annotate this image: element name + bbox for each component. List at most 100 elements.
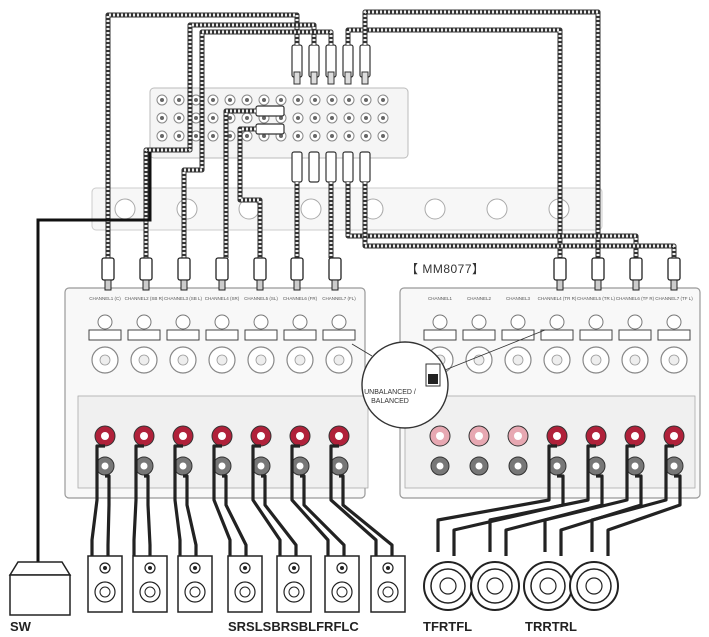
- receiver-jack-pin: [296, 98, 300, 102]
- balanced-switch: [127, 329, 161, 341]
- receiver-jack-pin: [262, 116, 266, 120]
- amp-rca-plug-tip: [632, 279, 640, 291]
- receiver-jack-pin: [211, 116, 215, 120]
- xlr-pins: [177, 354, 189, 366]
- amp-rca-plug: [139, 257, 153, 281]
- terminal-center: [670, 462, 678, 470]
- balanced-switch: [501, 329, 535, 341]
- receiver-xlr-jack: [486, 198, 508, 220]
- cable-sbl: [182, 30, 333, 258]
- subwoofer: [9, 574, 71, 616]
- rca-input-jack: [549, 314, 565, 330]
- amp-rca-plug-tip: [104, 279, 112, 291]
- receiver-jack-pin: [160, 98, 164, 102]
- receiver-jack-pin: [364, 98, 368, 102]
- terminal-center: [436, 432, 444, 440]
- terminal-center: [670, 432, 678, 440]
- balanced-switch: [423, 329, 457, 341]
- receiver-jack-pin: [347, 116, 351, 120]
- terminal-center: [553, 462, 561, 470]
- rca-plug-lower: [325, 151, 337, 183]
- amp-rca-plug: [177, 257, 191, 281]
- terminal-center: [179, 432, 187, 440]
- receiver-jack-pin: [296, 116, 300, 120]
- terminal-center: [475, 462, 483, 470]
- cable-sl-outline: [237, 126, 263, 258]
- floor-speakers-label: SRSLSBRSBLFRFLC: [228, 619, 359, 634]
- xlr-pins: [333, 354, 345, 366]
- terminal-center: [218, 432, 226, 440]
- rca-input-jack: [136, 314, 152, 330]
- rca-input-jack: [331, 314, 347, 330]
- rca-plug-tip: [327, 71, 335, 85]
- ceiling-speaker-cone: [486, 577, 504, 595]
- terminal-center: [296, 432, 304, 440]
- cable-sr: [224, 109, 256, 258]
- receiver-jack-pin: [279, 134, 283, 138]
- cable-sbr: [144, 23, 316, 258]
- rca-plug-side: [255, 123, 285, 135]
- rca-plug-lower: [359, 151, 371, 183]
- speaker-wire-top: [488, 444, 596, 552]
- receiver-jack-pin: [160, 116, 164, 120]
- receiver-jack-pin: [245, 134, 249, 138]
- speaker-wire-top: [590, 444, 674, 552]
- terminal-center: [475, 432, 483, 440]
- amp-rca-plug-tip: [142, 279, 150, 291]
- receiver-jack-pin: [194, 116, 198, 120]
- xlr-pins: [668, 354, 680, 366]
- channel-label-right-3: CHANNEL3: [506, 296, 531, 301]
- amp-rca-plug: [629, 257, 643, 281]
- amp-rca-plug: [591, 257, 605, 281]
- tweeter-center: [340, 566, 344, 570]
- amp-rca-plug: [215, 257, 229, 281]
- receiver-jack-pin: [381, 116, 385, 120]
- amp-rca-plug: [553, 257, 567, 281]
- channel-label-left-3: CHANNEL3 (SB L): [164, 296, 203, 301]
- rca-plug-tip: [361, 71, 369, 85]
- terminal-center: [514, 432, 522, 440]
- top-front-speakers-label: TFRTFL: [423, 619, 473, 634]
- speaker-wire-floor: [222, 474, 248, 556]
- channel-label-left-4: CHANNEL4 (SR): [205, 296, 240, 301]
- channel-label-right-1: CHANNEL1: [428, 296, 453, 301]
- channel-label-left-2: CHANNEL2 (SB R): [125, 296, 164, 301]
- receiver-xlr-jack: [300, 198, 322, 220]
- xlr-pins: [255, 354, 267, 366]
- balanced-switch: [618, 329, 652, 341]
- woofer-cone: [99, 586, 111, 598]
- rca-input-jack: [588, 314, 604, 330]
- cable-tfl: [363, 182, 676, 258]
- cable-subwoofer: [36, 152, 152, 572]
- balanced-switch-text: UNBALANCED / BALANCED: [364, 389, 416, 405]
- receiver-jack-pin: [381, 98, 385, 102]
- receiver-jack-pin: [177, 116, 181, 120]
- channel-label-left-1: CHANNEL1 (C): [89, 296, 121, 301]
- woofer-cone: [336, 586, 348, 598]
- receiver-jack-pin: [364, 134, 368, 138]
- xlr-pins: [216, 354, 228, 366]
- terminal-center: [179, 462, 187, 470]
- tweeter-center: [243, 566, 247, 570]
- balanced-switch: [283, 329, 317, 341]
- woofer-cone: [288, 586, 300, 598]
- speaker-wire-floor: [132, 444, 144, 556]
- rca-plug-lower: [291, 151, 303, 183]
- rca-plug-lower: [342, 151, 354, 183]
- channel-label-right-7: CHANNEL7 (TF L): [655, 296, 693, 301]
- terminal-center: [335, 432, 343, 440]
- receiver-jack-pin: [262, 98, 266, 102]
- ceiling-speaker-cone: [539, 577, 557, 595]
- receiver-jack-pin: [194, 134, 198, 138]
- receiver-xlr-jack: [176, 198, 198, 220]
- terminal-center: [101, 462, 109, 470]
- amp-rca-plug-tip: [670, 279, 678, 291]
- receiver-jack-pin: [211, 134, 215, 138]
- receiver-jack-pin: [228, 116, 232, 120]
- amp-rca-plug: [667, 257, 681, 281]
- speaker-wire-floor: [261, 474, 298, 556]
- rca-input-jack: [432, 314, 448, 330]
- speaker-wire-floor: [251, 444, 282, 556]
- rca-plug-tip: [310, 71, 318, 85]
